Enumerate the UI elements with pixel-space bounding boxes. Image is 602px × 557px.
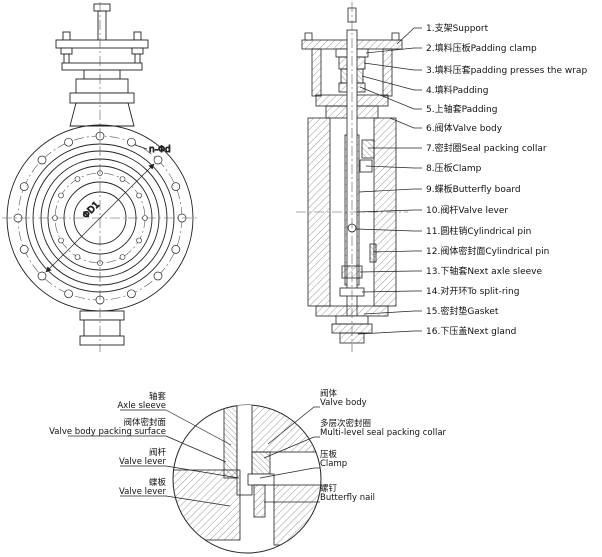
support-leg-right xyxy=(382,48,393,97)
bolt-callout: n-Φd xyxy=(134,145,171,155)
front-view-bottom-stub xyxy=(79,310,125,346)
outer-bolt-holes xyxy=(13,131,187,305)
detail-right-labels: 阀体 Valve body 多层次密封圈 Multi-level seal pa… xyxy=(259,388,447,503)
parts-list-item: 7.密封圈Seal packing collar xyxy=(426,142,547,154)
parts-list-item: 13.下轴套Next axle sleeve xyxy=(426,265,542,277)
parts-list-item: 4.填料Padding xyxy=(426,84,488,96)
detail-label-axle-sleeve-zh: 轴套 xyxy=(149,391,167,402)
detail-label-axle-sleeve-en: Axle sleeve xyxy=(117,401,166,411)
detail-left-labels: 轴套 Axle sleeve 阀体密封面 Valve body packing … xyxy=(49,391,240,507)
detail-label-packing-surface-en: Valve body packing surface xyxy=(49,427,166,437)
parts-list-item: 14.对开环To split-ring xyxy=(426,285,519,297)
section-view xyxy=(296,2,408,352)
parts-list-item: 10.阀杆Valve lever xyxy=(426,204,508,216)
front-view-top-assembly xyxy=(55,3,149,127)
detail-label-butterfly-zh: 蝶板 xyxy=(149,477,167,488)
support-leg-left xyxy=(311,48,322,97)
detail-label-valve-lever-zh: 阀杆 xyxy=(149,447,167,458)
parts-list-item: 11.圆柱销Cylindrical pin xyxy=(426,225,531,237)
detail-label-butterfly-en: Valve lever xyxy=(119,487,167,497)
detail-label-valve-lever-en: Valve lever xyxy=(119,457,167,467)
parts-list-item: 2.填料压板Padding clamp xyxy=(426,42,537,54)
detail-butterfly-board xyxy=(173,469,241,541)
detail-label-clamp-en: Clamp xyxy=(320,459,347,469)
parts-list-item: 1.支架Support xyxy=(426,22,489,34)
detail-label-multi-seal-zh: 多层次密封圈 xyxy=(320,418,371,429)
detail-view: 轴套 Axle sleeve 阀体密封面 Valve body packing … xyxy=(49,388,447,554)
detail-label-valve-body-en: Valve body xyxy=(320,398,367,408)
parts-list: 1.支架Support 2.填料压板Padding clamp 3.填料压套pa… xyxy=(426,22,587,337)
detail-screw xyxy=(253,484,266,518)
detail-multi-seal xyxy=(251,451,271,475)
body-seal-face xyxy=(369,243,377,263)
detail-label-multi-seal-en: Multi-level seal packing collar xyxy=(320,428,447,438)
detail-axle-sleeve xyxy=(223,405,238,479)
front-view: ΦD1 n-Φd xyxy=(2,2,198,352)
seal-packing-collar xyxy=(361,139,375,159)
parts-list-item: 6.阀体Valve body xyxy=(426,122,503,134)
detail-valve-stem xyxy=(236,405,253,496)
parts-list-item: 12.阀体密封面Cylindrical pin xyxy=(426,245,549,257)
detail-label-screw-zh: 螺钉 xyxy=(320,483,338,494)
parts-callout-lines xyxy=(355,27,422,335)
detail-label-packing-surface-zh: 阀体密封面 xyxy=(123,417,166,428)
parts-list-item: 15.密封垫Gasket xyxy=(426,305,499,317)
front-view-centerlines xyxy=(2,2,198,352)
parts-list-item: 16.下压盖Next gland xyxy=(426,325,516,337)
section-view-centerlines xyxy=(296,2,408,352)
parts-list-item: 9.蝶板Butterfly board xyxy=(426,183,521,195)
parts-list-item: 3.填料压套padding presses the wrap xyxy=(426,64,587,76)
parts-list-item: 5.上轴套Padding xyxy=(426,103,497,115)
detail-label-screw-en: Butterfly nail xyxy=(320,493,375,503)
detail-label-valve-body-zh: 阀体 xyxy=(320,388,338,399)
bolt-callout-label: n-Φd xyxy=(149,145,171,155)
detail-clamp xyxy=(247,473,275,486)
detail-label-clamp-zh: 压板 xyxy=(320,449,338,460)
parts-list-item: 8.压板Clamp xyxy=(426,162,482,174)
